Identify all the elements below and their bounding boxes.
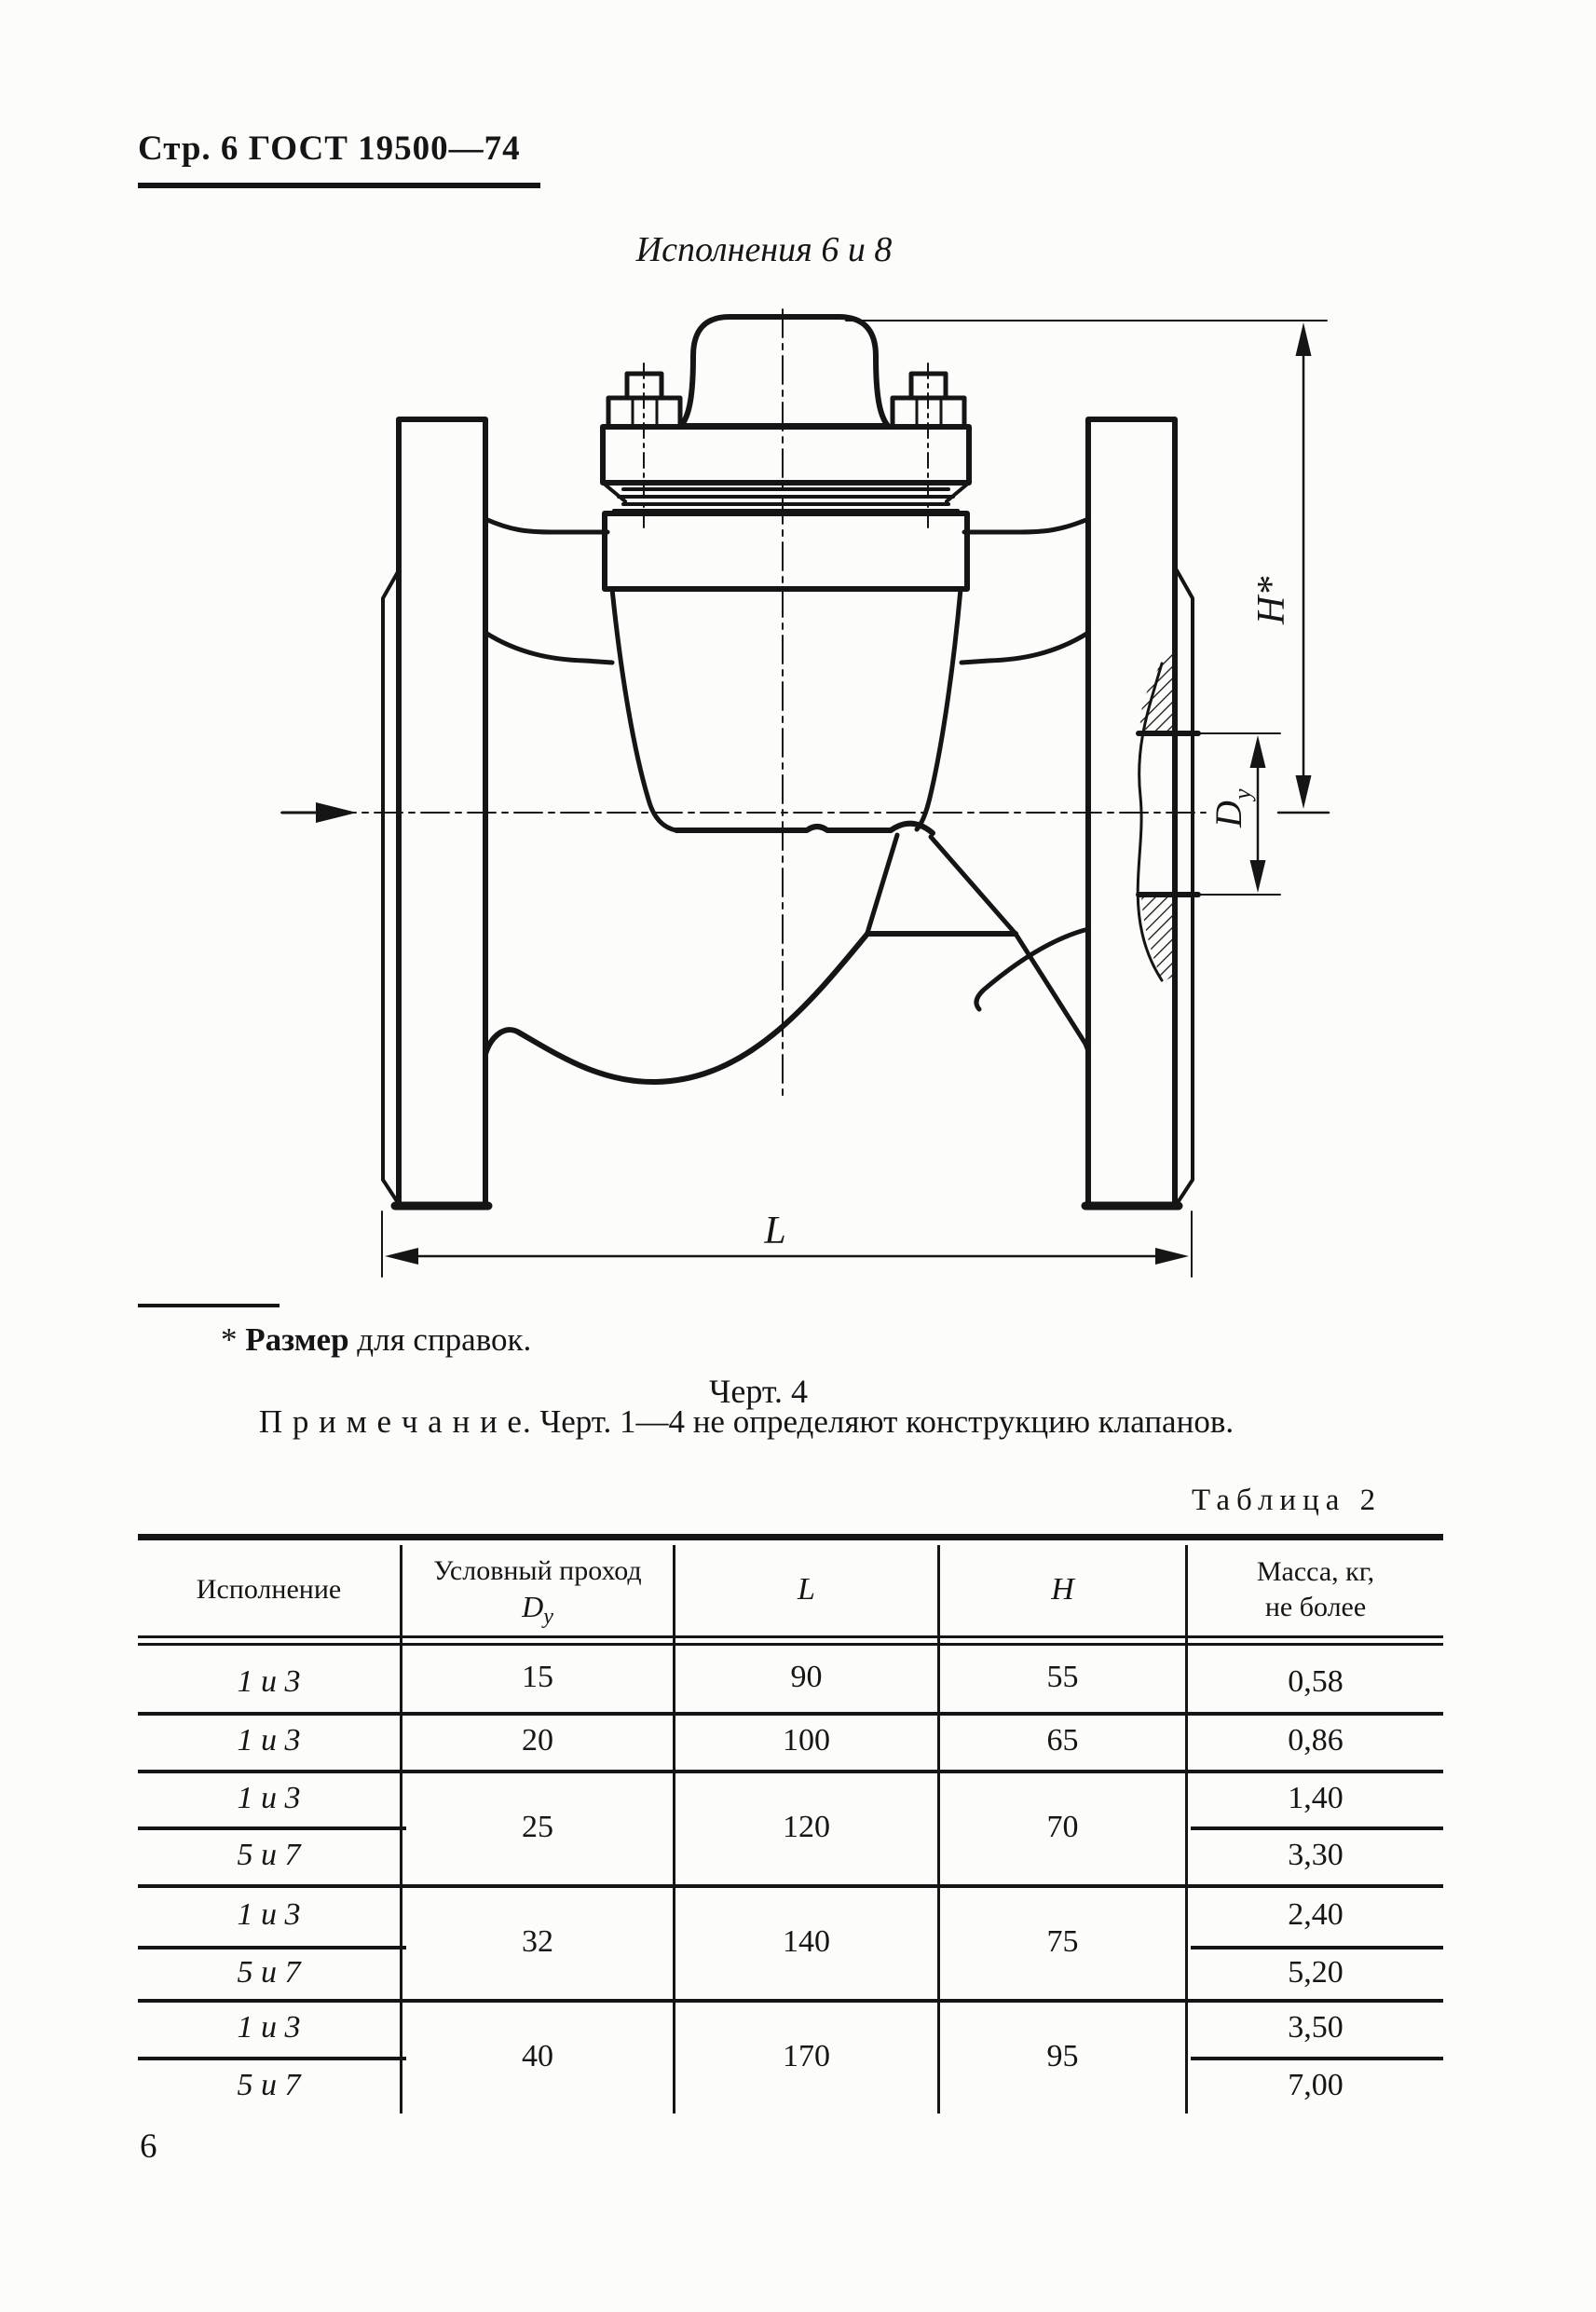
cell-h: 95 <box>1046 2038 1079 2073</box>
cell-h: 75 <box>1046 1923 1079 1959</box>
col-header-bore-line1: Условный проход <box>433 1554 642 1586</box>
cell-mass: 7,00 <box>1288 2067 1344 2102</box>
bonnet-cap <box>678 314 891 429</box>
cell-execution: 5 и 7 <box>237 2067 301 2102</box>
centerlines <box>280 308 1207 1101</box>
cell-l: 120 <box>783 1809 830 1844</box>
dimensions-table: Исполнение Условный проход Dу L H Масса,… <box>138 1534 1443 2115</box>
pipe-necks <box>483 516 1091 665</box>
subrow-separator <box>1191 1946 1443 1949</box>
header-double-line-2 <box>138 1643 1443 1646</box>
cell-execution: 1 и 3 <box>237 2010 301 2045</box>
col-header-bore: Условный проход Dу <box>402 1545 673 1634</box>
note-text: Черт. 1—4 не определяют конструкцию клап… <box>539 1403 1235 1440</box>
cell-execution: 1 и 3 <box>237 1897 301 1932</box>
dim-label-h: H* <box>1250 577 1293 625</box>
body-flange <box>602 511 970 592</box>
subrow-separator <box>138 1946 406 1949</box>
header-rule <box>138 183 540 188</box>
cell-mass: 1,40 <box>1288 1780 1344 1815</box>
cell-l: 90 <box>790 1660 823 1694</box>
cell-mass: 2,40 <box>1288 1897 1344 1932</box>
subrow-separator <box>1191 1826 1443 1830</box>
group-separator <box>138 1999 1443 2003</box>
row-separator <box>138 1770 1443 1773</box>
column-separator <box>400 1545 402 2114</box>
cell-mass: 3,50 <box>1288 2010 1344 2045</box>
valve-body <box>483 586 1091 1086</box>
cell-execution: 1 и 3 <box>237 1780 301 1815</box>
subrow-separator <box>1191 2057 1443 2060</box>
note-label: П р и м е ч а н и е. <box>258 1403 532 1440</box>
cell-h: 65 <box>1046 1723 1079 1758</box>
cell-h: 55 <box>1046 1660 1079 1694</box>
cell-dy: 15 <box>522 1660 553 1694</box>
figure-caption: Черт. 4 <box>709 1373 808 1410</box>
cell-h: 70 <box>1046 1809 1079 1844</box>
cell-execution: 1 и 3 <box>237 1723 301 1758</box>
cell-dy: 40 <box>522 2038 553 2073</box>
dimension-dy <box>1176 732 1281 896</box>
col-header-mass: Масса, кг, не более <box>1188 1545 1443 1634</box>
dimension-h <box>845 320 1330 814</box>
figure-title: Исполнения 6 и 8 <box>635 230 893 269</box>
footnote: * Размер для справок. <box>221 1321 531 1359</box>
table-label: Таблица 2 <box>1192 1484 1383 1517</box>
page-number: 6 <box>140 2127 157 2166</box>
cell-l: 140 <box>783 1923 830 1959</box>
cell-l: 100 <box>783 1723 830 1758</box>
cell-mass: 3,30 <box>1288 1838 1344 1872</box>
col-header-mass-line2: не более <box>1264 1591 1367 1622</box>
flow-arrow-icon <box>280 802 357 823</box>
figure-note: П р и м е ч а н и е. Черт. 1—4 не опреде… <box>0 1403 1493 1441</box>
footnote-term: Размер <box>245 1321 349 1358</box>
dim-label-l: L <box>763 1210 785 1252</box>
bolt-axes <box>643 363 929 530</box>
subrow-separator <box>138 1826 406 1830</box>
column-separator <box>673 1545 675 2114</box>
cell-execution: 5 и 7 <box>237 1838 301 1872</box>
cell-mass: 0,58 <box>1288 1663 1344 1699</box>
page-label: Стр. 6 <box>138 130 239 168</box>
col-header-execution: Исполнение <box>196 1573 342 1605</box>
dim-label-dy-sub: у <box>1229 788 1256 802</box>
subrow-separator <box>138 2057 406 2060</box>
header-double-line-1 <box>138 1635 1443 1638</box>
col-header-bore-symbol: Dу <box>522 1589 553 1629</box>
col-header-height: H <box>1051 1571 1074 1607</box>
group-separator <box>138 1884 1443 1888</box>
cell-l: 170 <box>783 2038 830 2073</box>
cell-execution: 5 и 7 <box>237 1954 301 1990</box>
standard-number: ГОСТ 19500—74 <box>248 130 521 168</box>
cell-execution: 1 и 3 <box>237 1663 301 1699</box>
footnote-rest: для справок. <box>357 1321 532 1358</box>
cell-dy: 25 <box>522 1809 553 1844</box>
bonnet-flange <box>600 424 972 503</box>
col-header-mass-line1: Масса, кг, <box>1256 1555 1375 1587</box>
cell-mass: 0,86 <box>1288 1723 1344 1758</box>
dim-label-dy: D <box>1207 800 1249 828</box>
cell-dy: 20 <box>522 1723 553 1758</box>
column-separator <box>1185 1545 1188 2114</box>
cell-mass: 5,20 <box>1288 1954 1344 1990</box>
gasket-stack <box>612 487 960 513</box>
footnote-rule <box>138 1304 280 1307</box>
column-separator <box>937 1545 940 2114</box>
dimension-l <box>381 1211 1193 1278</box>
row-separator <box>138 1712 1443 1716</box>
footnote-star: * <box>221 1321 238 1358</box>
table-top-border <box>138 1534 1443 1540</box>
col-header-length: L <box>798 1571 815 1607</box>
cell-dy: 32 <box>522 1923 553 1959</box>
section-breakout <box>1136 650 1201 982</box>
running-head: Стр. 6 ГОСТ 19500—74 <box>138 129 521 169</box>
